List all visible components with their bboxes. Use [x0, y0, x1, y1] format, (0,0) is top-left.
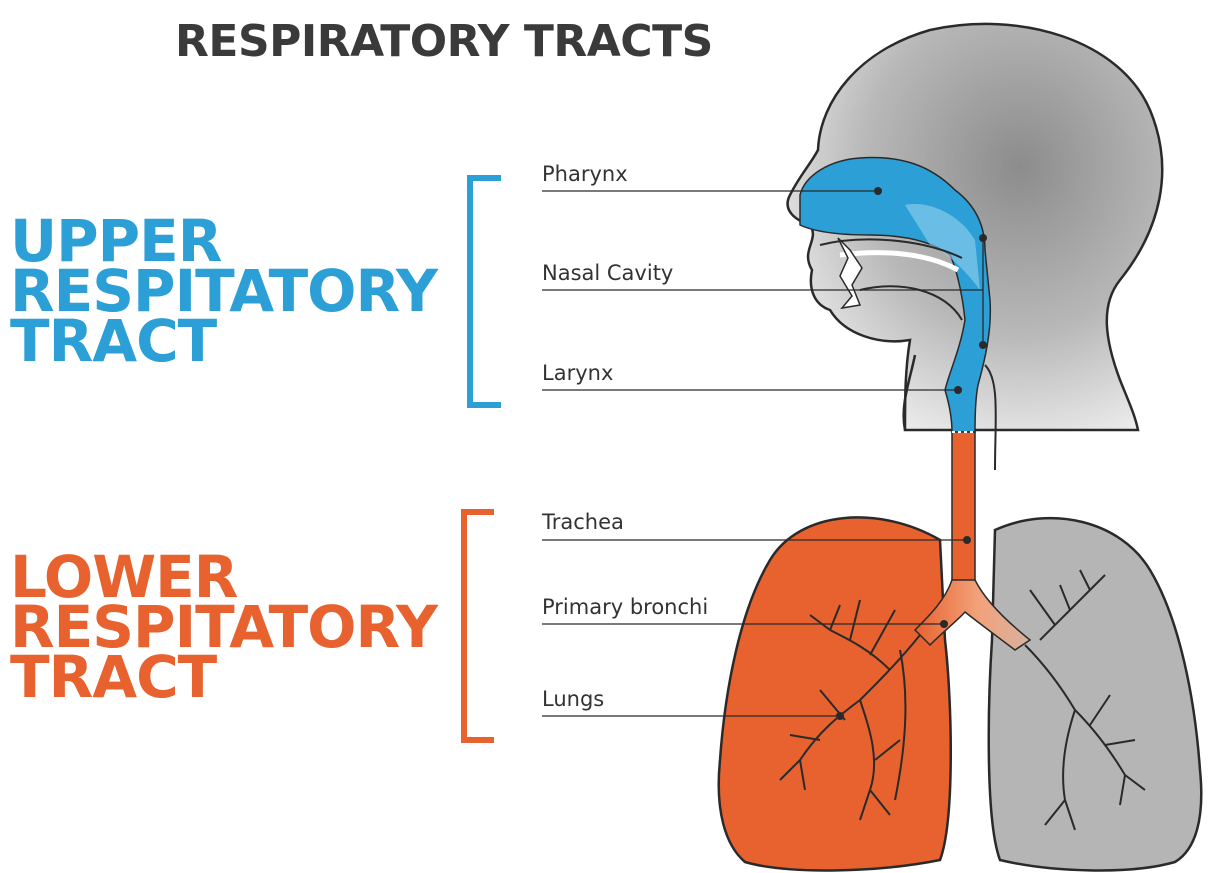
upper-tract-bracket — [470, 178, 501, 405]
label-pharynx: Pharynx — [542, 162, 628, 186]
dot-lungs — [836, 712, 844, 720]
label-lungs: Lungs — [542, 687, 604, 711]
label-nasal-cavity: Nasal Cavity — [542, 261, 673, 285]
dot-nasal-upper — [979, 234, 987, 242]
dot-nasal-lower — [979, 341, 987, 349]
lower-tract-bracket — [464, 512, 494, 740]
label-larynx: Larynx — [542, 361, 613, 385]
label-trachea: Trachea — [542, 510, 624, 534]
dot-pharynx — [874, 187, 882, 195]
dot-larynx — [954, 386, 962, 394]
trachea — [952, 432, 975, 585]
dot-trachea — [963, 536, 971, 544]
left-lung — [719, 517, 951, 870]
label-primary-bronchi: Primary bronchi — [542, 595, 708, 619]
dot-primary-bronchi — [940, 620, 948, 628]
right-lung — [989, 518, 1202, 870]
